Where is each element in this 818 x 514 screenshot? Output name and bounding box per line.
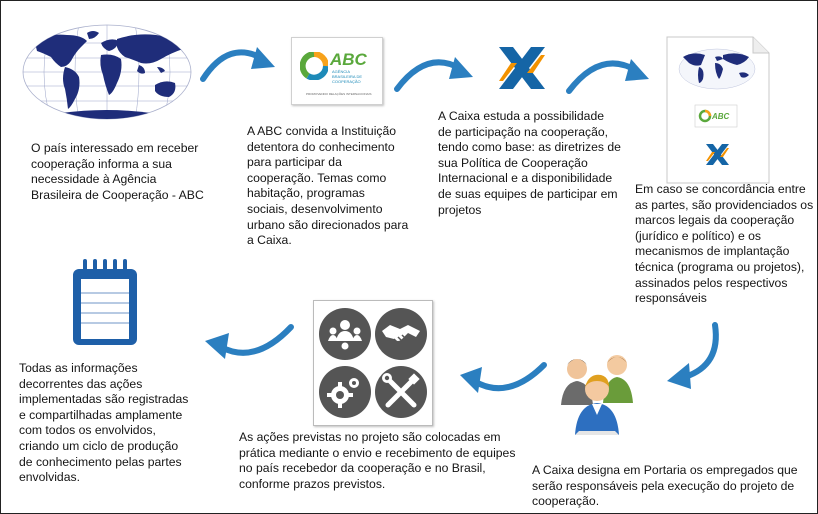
document-icon: ABC	[666, 36, 770, 184]
flow-arrow-2	[394, 57, 473, 92]
actions-grid-icon	[313, 300, 433, 426]
step3-text: A Caixa estuda a possibilidade de partic…	[438, 109, 621, 217]
abc-logo-sub2: BRASILEIRA DE	[332, 74, 363, 79]
step6-text: As ações previstas no projeto são coloca…	[239, 430, 516, 491]
flow-arrow-3	[566, 59, 649, 94]
step7-text: Todas as informações decorrentes das açõ…	[19, 361, 189, 485]
step1-text: O país interessado em receber cooperação…	[31, 141, 204, 202]
handshake-icon	[375, 308, 427, 360]
tools-icon	[375, 366, 427, 418]
step5-text: A Caixa designa em Portaria os empregado…	[532, 463, 798, 509]
svg-text:ABC: ABC	[711, 112, 730, 121]
abc-logo-tagline: PROMOVENDO RELAÇÕES INTERNACIONAIS	[306, 92, 372, 96]
caixa-logo-icon	[499, 47, 545, 89]
flow-arrow-6	[205, 324, 294, 359]
abc-logo-sub1: AGÊNCIA	[332, 69, 351, 74]
people-group-icon	[561, 355, 633, 435]
gears-icon	[319, 366, 371, 418]
abc-logo-text: ABC	[330, 50, 367, 69]
step2-text: A ABC convida a Instituição detentora do…	[247, 124, 409, 248]
calendar-notepad-icon	[73, 259, 137, 345]
abc-logo-sub3: COOPERAÇÃO	[332, 79, 361, 84]
flow-arrow-4	[667, 322, 719, 389]
team-icon	[319, 308, 371, 360]
flow-arrow-5	[460, 362, 547, 393]
abc-ring-icon	[300, 52, 328, 80]
step4-text: Em caso se concordância entre as partes,…	[635, 182, 814, 306]
world-map-icon	[22, 24, 192, 120]
abc-logo-icon: ABC AGÊNCIA BRASILEIRA DE COOPERAÇÃO PRO…	[291, 37, 383, 105]
flow-arrow-1	[200, 47, 275, 82]
